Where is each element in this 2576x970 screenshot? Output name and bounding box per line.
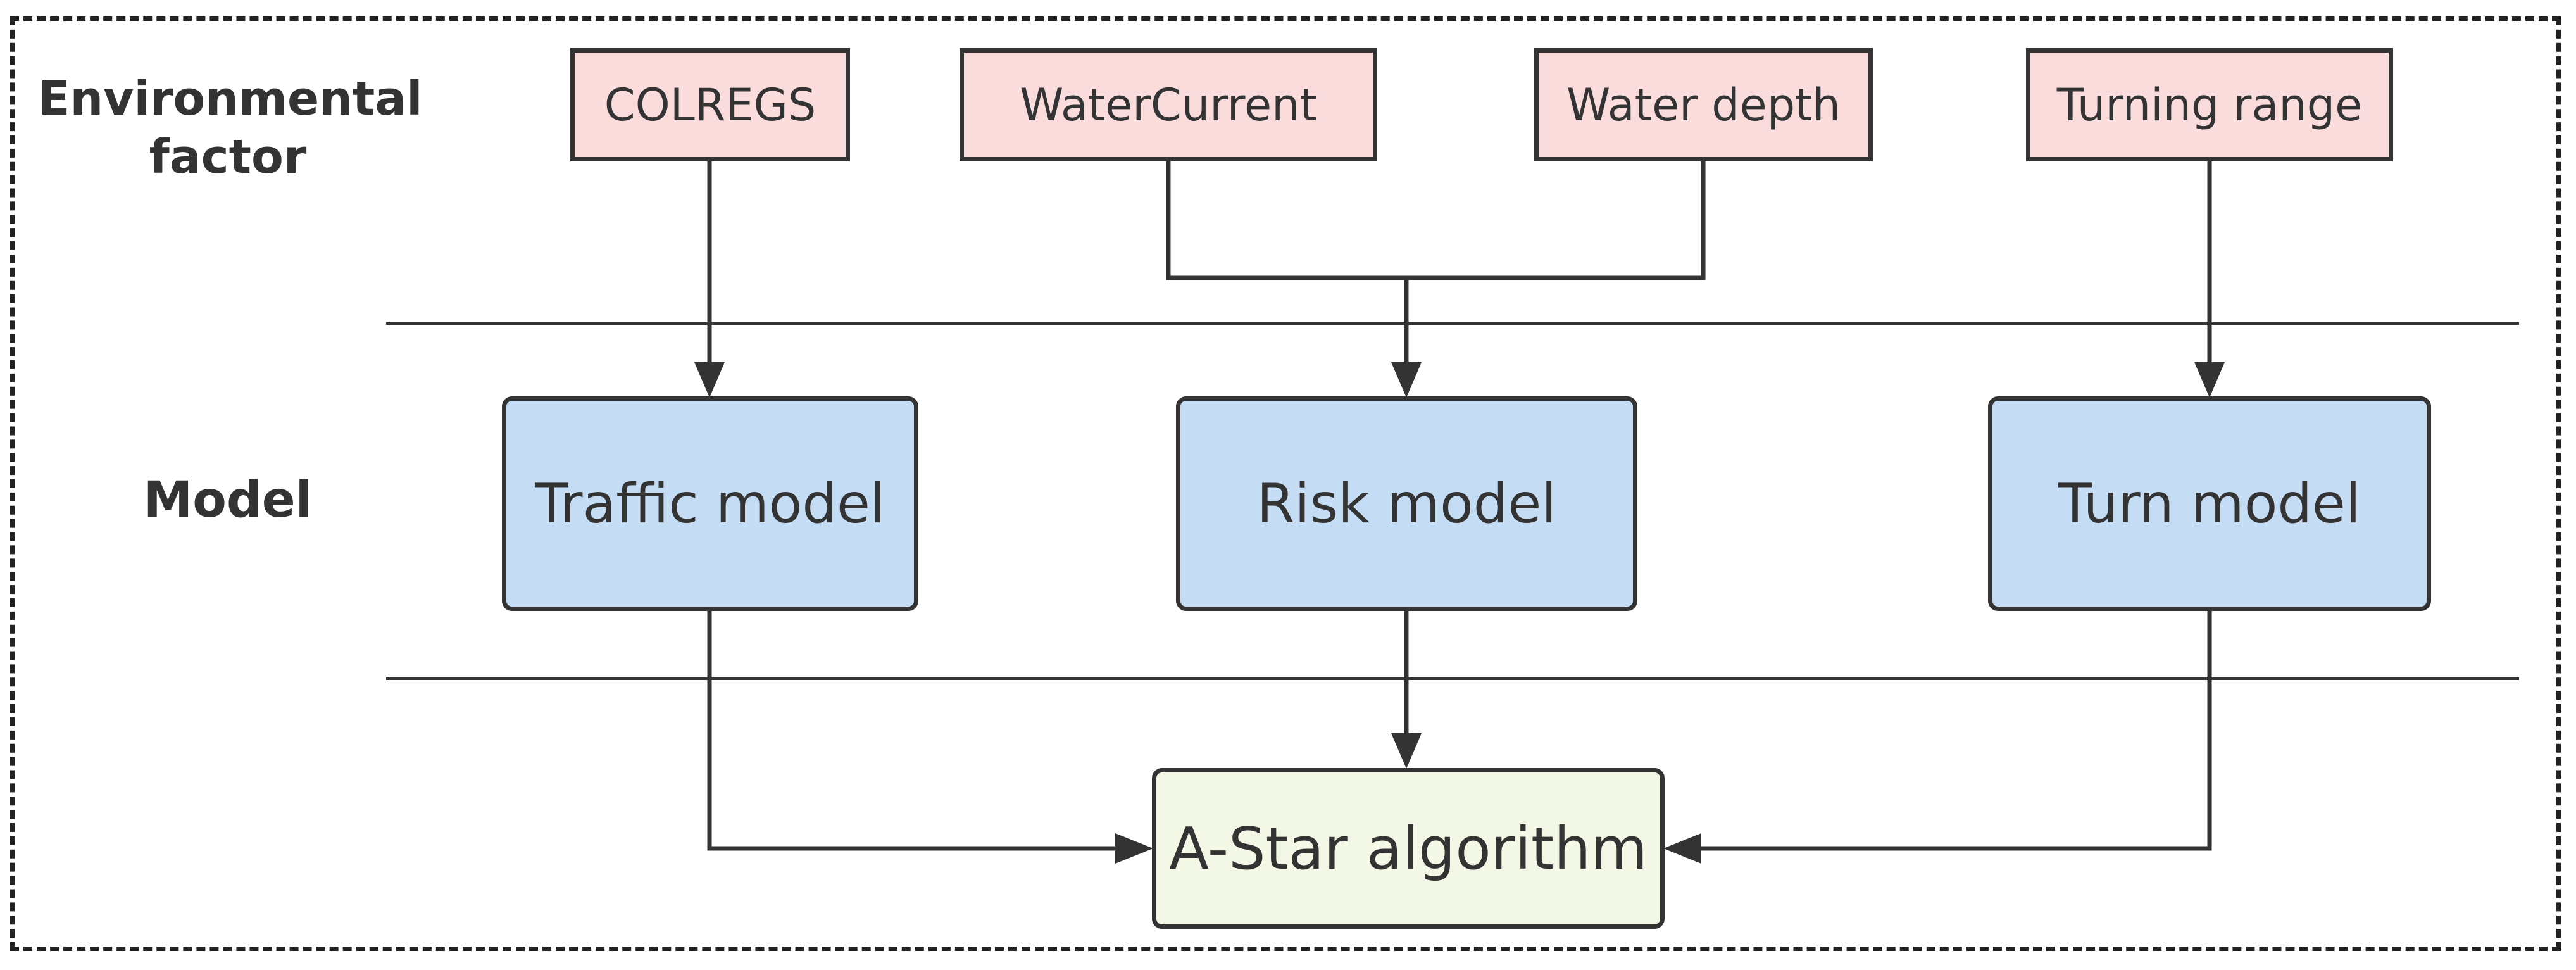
arrowhead-turn <box>2194 362 2225 398</box>
factor-turning-range: Turning range <box>2026 48 2393 161</box>
environmental-factor-label: Environmental factor <box>38 72 423 184</box>
model-layer-label: Model <box>143 472 313 529</box>
traffic-model-box: Traffic model <box>502 396 918 611</box>
arrowhead-astar-top <box>1391 733 1422 769</box>
factor-colregs: COLREGS <box>570 48 850 161</box>
astar-algorithm-box: A-Star algorithm <box>1152 768 1665 929</box>
diagram-frame <box>10 16 2561 951</box>
risk-model-box: Risk model <box>1176 396 1637 611</box>
connector-turn-astar <box>1696 610 2212 851</box>
factor-water-current: WaterCurrent <box>960 48 1377 161</box>
arrowhead-astar-left <box>1115 833 1153 864</box>
arrowhead-astar-right <box>1663 833 1701 864</box>
factor-water-depth: Water depth <box>1534 48 1873 161</box>
arrowhead-risk <box>1391 362 1422 398</box>
connector-watercurrent <box>1166 160 1406 280</box>
arrowhead-traffic <box>694 362 725 398</box>
connector-traffic-astar <box>707 610 1120 851</box>
connector-waterdepth <box>1406 160 1706 280</box>
turn-model-box: Turn model <box>1988 396 2431 611</box>
